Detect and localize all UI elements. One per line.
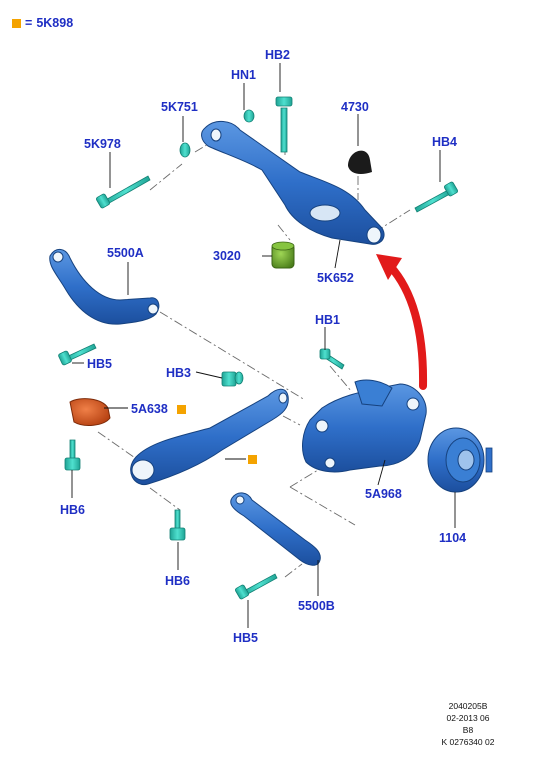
callout-5k652: 5K652 <box>317 271 354 285</box>
callout-hb1: HB1 <box>315 313 341 327</box>
callout-hb5-top: HB5 <box>87 357 113 371</box>
callout-hb4: HB4 <box>432 135 458 149</box>
callout-1104: 1104 <box>439 531 467 545</box>
callout-hb3: HB3 <box>166 366 192 380</box>
callout-5k751: 5K751 <box>161 100 198 114</box>
callout-hb2: HB2 <box>265 48 291 62</box>
bushing-3020 <box>271 241 295 269</box>
trailing-arm-marker-icon <box>248 455 257 464</box>
callout-5a968: 5A968 <box>365 487 402 501</box>
bump-stop-4730 <box>348 150 372 174</box>
leader-lines <box>71 63 456 628</box>
callout-5a638: 5A638 <box>131 402 168 416</box>
reference-line-4: K 0276340 02 <box>441 737 495 747</box>
legend-equals: = <box>25 16 33 30</box>
callout-5500b: 5500B <box>298 599 335 613</box>
callout-hb5-bottom: HB5 <box>233 631 259 645</box>
callout-3020: 3020 <box>213 249 241 263</box>
reference-line-1: 2040205B <box>448 701 488 711</box>
hub-1104 <box>427 427 493 493</box>
callout-hb6-mid: HB6 <box>165 574 191 588</box>
fasteners <box>58 96 458 600</box>
reference-line-2: 02-2013 06 <box>446 713 490 723</box>
upper-arm-5500a <box>49 249 160 325</box>
knuckle-5a968 <box>302 379 427 473</box>
trailing-arm-5k898 <box>130 388 289 486</box>
trailing-arm-marker-icon <box>177 405 186 414</box>
alignment-lines <box>97 135 411 578</box>
legend-marker-icon <box>12 18 21 28</box>
callout-hn1: HN1 <box>231 68 257 82</box>
illustration-reference: 2040205B 02-2013 06 B8 K 0276340 02 <box>413 700 523 748</box>
callout-4730: 4730 <box>341 100 369 114</box>
lower-control-arm-5k652 <box>201 121 385 245</box>
lower-arm-5500b <box>230 492 321 566</box>
legend: = 5K898 <box>12 16 73 30</box>
bushing-5a638 <box>69 398 111 426</box>
callout-5500a: 5500A <box>107 246 144 260</box>
legend-code: 5K898 <box>36 16 74 30</box>
red-arrow <box>376 254 428 390</box>
reference-line-3: B8 <box>462 725 474 735</box>
callout-5k978: 5K978 <box>84 137 121 151</box>
callout-hb6-left: HB6 <box>60 503 86 517</box>
